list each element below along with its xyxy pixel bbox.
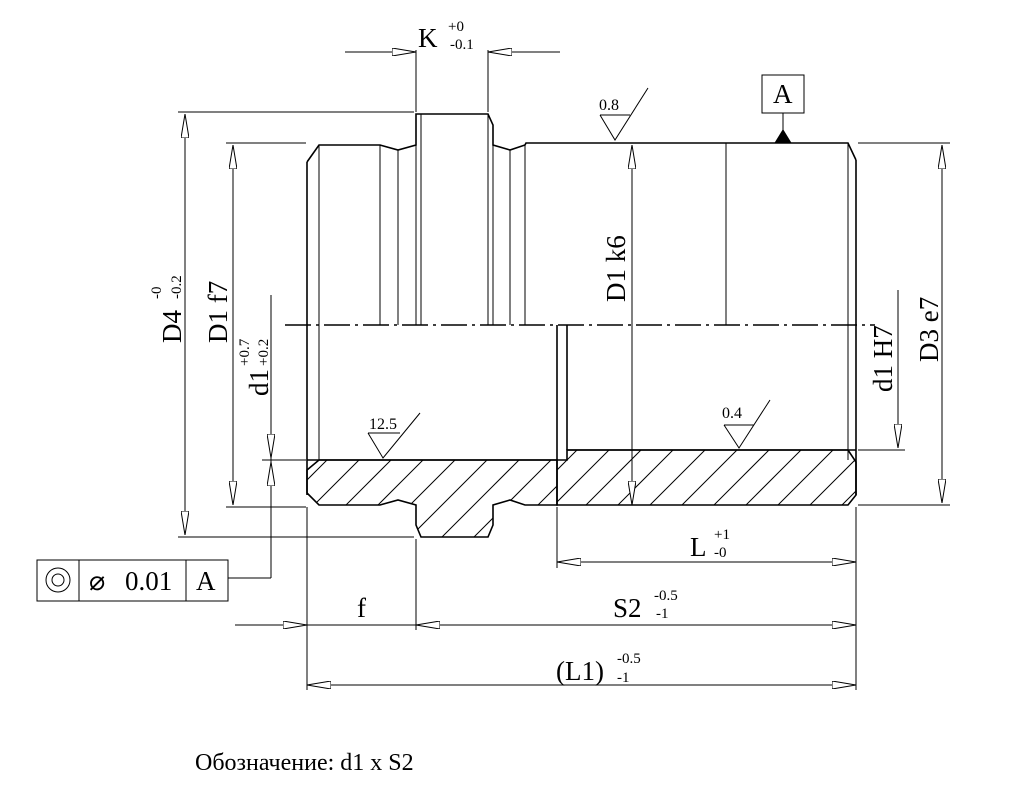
dimension-labels: K +0 -0.1 D4 -0 -0.2 D1 f7 d1 +0.7 +0.2 … [89, 19, 944, 686]
hatch-line [676, 450, 743, 505]
l-label: L [690, 532, 707, 562]
section-view [215, 445, 966, 540]
hatch-line [901, 445, 966, 510]
s2-tol-lower: -1 [656, 606, 669, 622]
d1-k6-label: D1 k6 [601, 235, 631, 302]
hatch-line [406, 460, 493, 537]
hatch-line [612, 450, 679, 505]
f-label: f [357, 593, 366, 623]
roughness-inner-symbol [723, 399, 771, 449]
s2-tol-upper: -0.5 [654, 588, 678, 604]
d4-tol-upper: -0 [149, 287, 165, 300]
l-tol-lower: -0 [714, 545, 727, 561]
hatch-line [470, 460, 557, 537]
hatch-line [534, 460, 557, 537]
hatch-line [804, 450, 856, 505]
part-outline [306, 113, 857, 495]
d1-tol-lower: +0.2 [256, 339, 272, 366]
d4-tol-lower: -0.2 [169, 275, 185, 299]
roughness-inner-value: 0.4 [722, 405, 742, 422]
hatch-line [438, 460, 525, 537]
hatch-line [772, 450, 839, 505]
hatch-line [215, 455, 300, 540]
hatch-line [644, 450, 711, 505]
hatch-line [631, 455, 716, 540]
hatch-line [310, 460, 397, 537]
l1-tol-lower: -1 [617, 670, 630, 686]
frame-datum-letter: A [196, 566, 216, 596]
datum-marker [761, 74, 805, 144]
hatch-line [557, 450, 583, 505]
hatch-line [599, 455, 684, 540]
d1-label: d1 [244, 369, 274, 396]
hatch-line [307, 460, 333, 537]
d4-label: D4 [157, 310, 187, 343]
concentricity-icon [45, 567, 71, 593]
hatch-line [485, 445, 550, 510]
roughness-face-value: 12.5 [369, 416, 397, 433]
hatch-line [502, 460, 557, 537]
hatch-line [869, 445, 934, 510]
d1-h7-label: d1 H7 [868, 325, 898, 392]
datum-letter: A [773, 79, 793, 109]
hatch-line [567, 455, 652, 540]
l1-label: (L1) [556, 656, 604, 686]
roughness-face-symbol [367, 412, 421, 459]
d1-f7-label: D1 f7 [203, 281, 233, 343]
hatch-line [557, 450, 615, 505]
l1-tol-upper: -0.5 [617, 651, 641, 667]
hatch-line [307, 460, 365, 537]
hatch-line [580, 450, 647, 505]
k-tol-upper: +0 [448, 19, 464, 35]
hatch-line [836, 450, 856, 505]
hatch-line [708, 450, 775, 505]
roughness-outer-value: 0.8 [599, 97, 619, 114]
tolerance-frame [36, 559, 229, 602]
d1-tol-upper: +0.7 [237, 338, 253, 366]
frame-tolerance-value: 0.01 [125, 566, 172, 596]
designation-caption: Обозначение: d1 x S2 [195, 750, 414, 776]
k-label: K [418, 23, 438, 53]
k-tol-lower: -0.1 [450, 37, 474, 53]
d3-e7-label: D3 e7 [914, 297, 944, 362]
roughness-outer-symbol [599, 87, 649, 141]
frame-diameter-symbol: ⌀ [89, 566, 105, 596]
s2-label: S2 [613, 593, 642, 623]
hatch-line [342, 460, 429, 537]
hatch-line [740, 450, 807, 505]
dimensions [178, 50, 950, 690]
l-tol-upper: +1 [714, 527, 730, 543]
